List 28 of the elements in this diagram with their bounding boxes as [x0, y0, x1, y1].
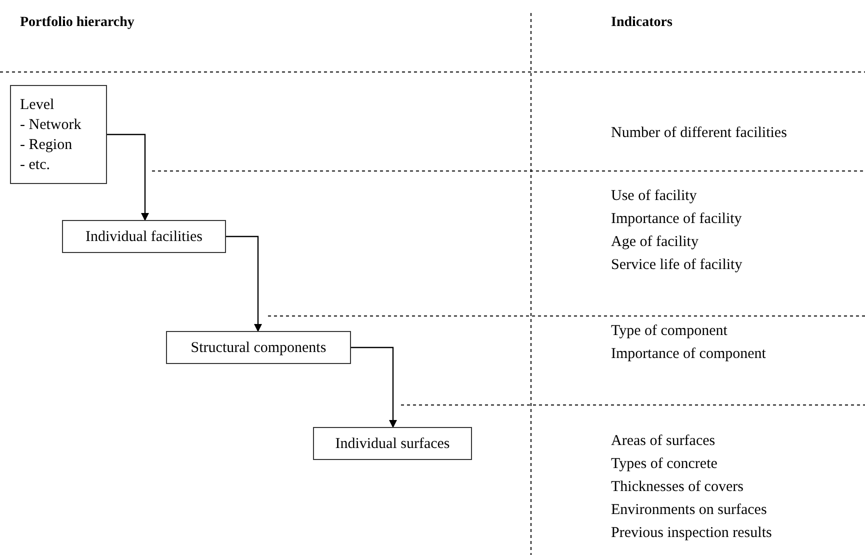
- node-text: Individual surfaces: [335, 434, 450, 454]
- node-text: Structural components: [190, 338, 326, 358]
- indicator-text: Use of facility: [611, 187, 697, 206]
- column-heading: Indicators: [611, 14, 672, 32]
- indicator-text: Areas of surfaces: [611, 432, 716, 451]
- indicator-text: Age of facility: [611, 233, 698, 252]
- indicator-text: Types of concrete: [611, 455, 718, 474]
- indicator-text: Thicknesses of covers: [611, 478, 744, 497]
- indicator-text: Service life of facility: [611, 256, 742, 275]
- indicator-text: Importance of facility: [611, 210, 742, 229]
- indicator-text: Importance of component: [611, 345, 766, 364]
- arrow: [226, 236, 262, 332]
- process-box: [166, 331, 351, 364]
- indicator-text: Previous inspection results: [611, 524, 772, 543]
- indicator-text: Environments on surfaces: [611, 501, 767, 520]
- node-text: - Region: [20, 136, 72, 154]
- node-text: - etc.: [20, 156, 50, 174]
- indicator-text: Number of different facilities: [611, 124, 787, 143]
- process-box: [62, 220, 226, 253]
- process-box: [313, 427, 472, 460]
- indicator-text: Type of component: [611, 322, 728, 341]
- arrow: [107, 134, 149, 221]
- node-text: Individual facilities: [85, 228, 203, 246]
- arrow: [351, 346, 397, 428]
- process-box: [10, 85, 107, 184]
- node-text: Level: [20, 96, 54, 114]
- column-heading: Portfolio hierarchy: [20, 14, 134, 32]
- node-text: - Network: [20, 116, 82, 134]
